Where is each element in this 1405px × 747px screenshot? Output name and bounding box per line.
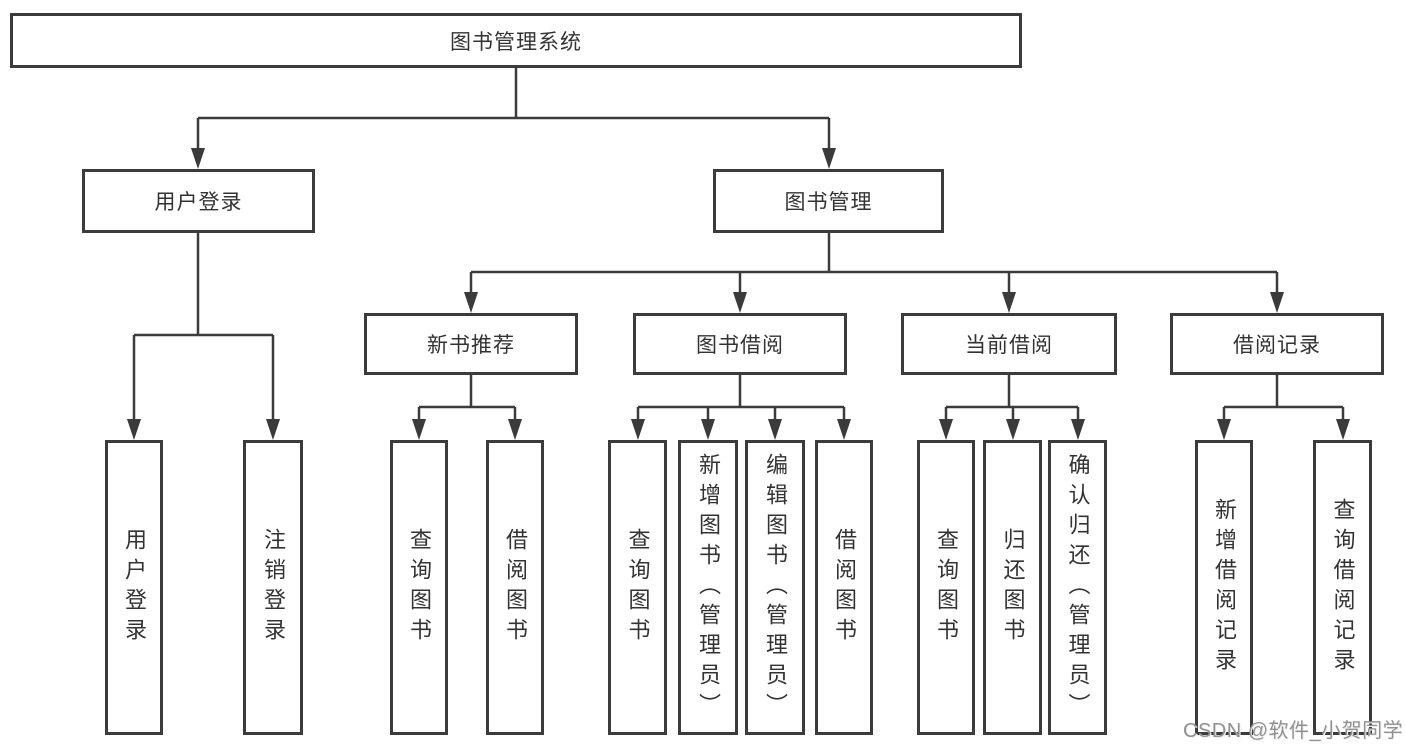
leaf-return-books: 归还图书 — [983, 440, 1042, 735]
node-user-login: 用户登录 — [82, 169, 315, 233]
leaf-query-books-borrow-label: 查询图书 — [625, 527, 651, 648]
node-borrow-records: 借阅记录 — [1170, 313, 1384, 375]
leaf-edit-book-admin-label: 编辑图书（管理员） — [763, 452, 788, 723]
leaf-logout: 注销登录 — [243, 440, 303, 735]
leaf-query-books-recommend: 查询图书 — [390, 440, 448, 735]
node-book-management-label: 图书管理 — [784, 191, 873, 214]
node-new-book-recommend: 新书推荐 — [364, 313, 578, 375]
node-book-borrow-label: 图书借阅 — [696, 334, 784, 357]
leaf-confirm-return-admin-label: 确认归还（管理员） — [1065, 452, 1091, 723]
csdn-watermark: CSDN @软件_小贺同学 — [1183, 720, 1404, 742]
leaf-query-borrow-record: 查询借阅记录 — [1313, 440, 1372, 735]
leaf-query-borrow-record-label: 查询借阅记录 — [1330, 497, 1356, 678]
leaf-add-book-admin-label: 新增图书（管理员） — [696, 452, 721, 723]
leaf-user-login-label: 用户登录 — [122, 527, 147, 648]
node-book-borrow: 图书借阅 — [633, 313, 847, 375]
leaf-query-books-current-label: 查询图书 — [934, 527, 959, 648]
node-new-book-recommend-label: 新书推荐 — [427, 334, 515, 357]
leaf-add-borrow-record: 新增借阅记录 — [1195, 440, 1253, 735]
node-borrow-records-label: 借阅记录 — [1233, 334, 1321, 357]
leaf-confirm-return-admin: 确认归还（管理员） — [1048, 440, 1107, 735]
node-current-borrow: 当前借阅 — [901, 313, 1117, 375]
leaf-user-login: 用户登录 — [105, 440, 163, 735]
leaf-borrow-books-recommend: 借阅图书 — [486, 440, 544, 735]
leaf-query-books-recommend-label: 查询图书 — [407, 527, 432, 648]
leaf-add-borrow-record-label: 新增借阅记录 — [1212, 497, 1237, 678]
node-current-borrow-label: 当前借阅 — [965, 334, 1053, 357]
leaf-return-books-label: 归还图书 — [1000, 527, 1026, 648]
leaf-query-books-borrow: 查询图书 — [608, 440, 667, 735]
leaf-borrow-books-borrow-label: 借阅图书 — [832, 527, 857, 648]
leaf-add-book-admin: 新增图书（管理员） — [678, 440, 738, 735]
node-root: 图书管理系统 — [10, 13, 1022, 68]
node-book-management: 图书管理 — [713, 169, 944, 233]
leaf-logout-label: 注销登录 — [261, 527, 286, 648]
node-root-label: 图书管理系统 — [450, 30, 582, 54]
leaf-query-books-current: 查询图书 — [917, 440, 975, 735]
leaf-borrow-books-recommend-label: 借阅图书 — [503, 527, 528, 648]
node-user-login-label: 用户登录 — [154, 191, 243, 214]
leaf-borrow-books-borrow: 借阅图书 — [815, 440, 873, 735]
leaf-edit-book-admin: 编辑图书（管理员） — [745, 440, 805, 735]
